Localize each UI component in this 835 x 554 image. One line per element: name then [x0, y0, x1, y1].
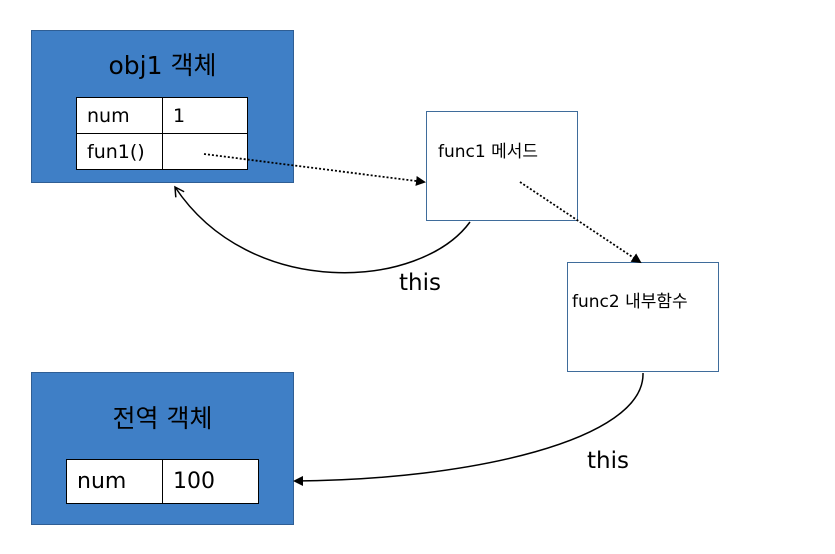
- table-row: num 100: [66, 459, 259, 504]
- global-row-value: 100: [162, 459, 259, 504]
- this-arrow-func2-to-global: [293, 372, 644, 486]
- this-arrow-func1-to-obj1: [174, 185, 471, 274]
- table-row: fun1(): [76, 133, 248, 170]
- this-label-global: this: [587, 448, 629, 474]
- func2-label: func2 내부함수: [572, 292, 688, 312]
- dotted-arrow-func1-to-func2: [519, 181, 642, 264]
- func1-method-box: [426, 111, 578, 221]
- obj1-title: obj1 객체: [108, 51, 217, 80]
- obj1-row-value: [162, 133, 248, 170]
- obj1-row-value: 1: [162, 97, 248, 134]
- obj1-object-box: obj1 객체 num 1 fun1(): [31, 30, 294, 183]
- dotted-arrow-fun1-to-func1: [203, 153, 426, 186]
- func1-label: func1 메서드: [438, 142, 539, 162]
- this-label-obj1: this: [399, 270, 441, 296]
- obj1-properties-table: num 1 fun1(): [76, 97, 248, 170]
- global-object-box: 전역 객체 num 100: [31, 372, 294, 525]
- global-title: 전역 객체: [112, 404, 213, 433]
- func2-inner-function-box: [567, 262, 719, 372]
- global-row-key: num: [66, 459, 163, 504]
- global-properties-table: num 100: [66, 459, 259, 504]
